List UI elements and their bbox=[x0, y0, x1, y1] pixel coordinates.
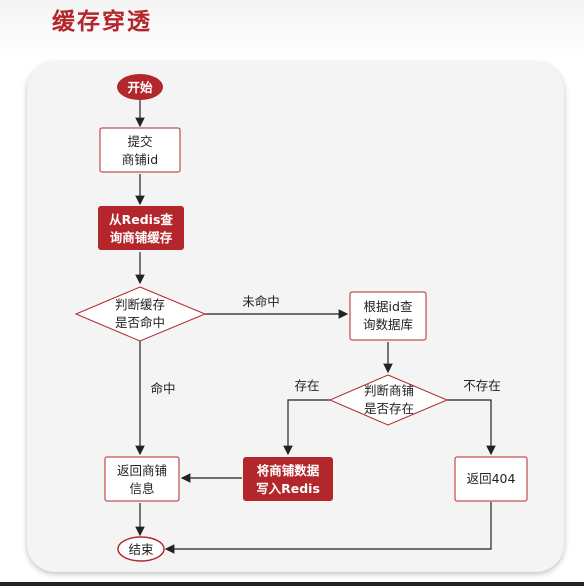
edge-404-end bbox=[164, 502, 492, 554]
node-query-redis-line2: 询商铺缓存 bbox=[110, 230, 173, 245]
node-submit-line2: 商铺id bbox=[122, 152, 158, 167]
node-decision-exist-line1: 判断商铺 bbox=[364, 383, 414, 398]
node-return-shop-line1: 返回商铺 bbox=[117, 463, 167, 478]
node-start-label: 开始 bbox=[127, 80, 153, 95]
node-return-404-label: 返回404 bbox=[467, 471, 516, 486]
node-write-redis-line2: 写入Redis bbox=[256, 481, 320, 496]
node-submit: 提交 商铺id bbox=[99, 127, 181, 173]
node-decision-hit-line1: 判断缓存 bbox=[115, 297, 165, 312]
edge-label-exists: 存在 bbox=[294, 378, 319, 393]
node-write-redis-line1: 将商铺数据 bbox=[257, 463, 320, 478]
node-return-404: 返回404 bbox=[454, 456, 528, 502]
node-return-shop-line2: 信息 bbox=[129, 481, 154, 496]
edge-label-not-exists: 不存在 bbox=[463, 378, 501, 393]
edge-exists bbox=[283, 399, 330, 456]
node-end-label: 结束 bbox=[128, 542, 154, 557]
node-decision-hit-line2: 是否命中 bbox=[115, 315, 165, 330]
edge-label-miss: 未命中 bbox=[242, 294, 280, 309]
node-query-db-line1: 根据id查 bbox=[364, 299, 413, 314]
node-decision-exist: 判断商铺 是否存在 bbox=[328, 374, 449, 426]
edges bbox=[135, 100, 496, 554]
node-query-redis: 从Redis查 询商铺缓存 bbox=[98, 206, 184, 250]
node-query-db-line2: 询数据库 bbox=[363, 317, 413, 332]
node-decision-exist-line2: 是否存在 bbox=[364, 401, 414, 416]
node-decision-hit: 判断缓存 是否命中 bbox=[74, 286, 207, 342]
node-write-redis: 将商铺数据 写入Redis bbox=[243, 457, 333, 501]
node-start: 开始 bbox=[117, 74, 163, 100]
edge-label-hit: 命中 bbox=[150, 381, 175, 396]
node-submit-line1: 提交 bbox=[127, 134, 152, 149]
node-query-redis-line1: 从Redis查 bbox=[109, 212, 173, 227]
edge-not-exists bbox=[447, 399, 496, 456]
page-title: 缓存穿透 bbox=[52, 9, 152, 35]
node-query-db: 根据id查 询数据库 bbox=[349, 291, 427, 341]
bottom-border bbox=[0, 582, 584, 586]
node-return-shop: 返回商铺 信息 bbox=[104, 456, 180, 502]
node-end: 结束 bbox=[117, 536, 165, 562]
